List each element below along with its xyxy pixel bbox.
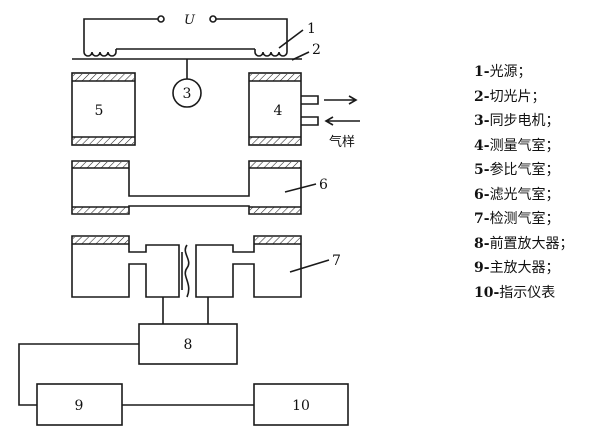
detector-cell [71, 235, 302, 324]
wire-8-to-9 [18, 343, 139, 406]
legend-item: 2-切光片； [474, 88, 546, 105]
callout-6: 6 [319, 177, 328, 193]
legend-item: 8-前置放大器； [474, 235, 574, 252]
legend-item: 1-光源； [474, 64, 532, 80]
outlet-arrow [324, 95, 358, 105]
callout-4: 4 [274, 103, 283, 119]
gas-sample-label: 气样 [329, 134, 355, 150]
motor-circle [172, 78, 202, 108]
callout-2-leader [291, 51, 310, 61]
callout-1: 1 [307, 21, 316, 37]
inlet-arrow [324, 116, 360, 126]
infrared-analyzer-diagram: U 3 1 2 5 4 6 7 气样 8 9 10 [18, 13, 360, 426]
supply-wire-left [83, 18, 158, 52]
coil-left [83, 49, 117, 57]
callout-5: 5 [95, 103, 104, 119]
diaphragm [184, 244, 190, 298]
terminal-left [157, 15, 165, 23]
legend-item: 6-滤光气室； [474, 186, 560, 203]
measuring-cell [248, 72, 319, 146]
outlet-port [301, 95, 319, 105]
supply-wire-right [216, 18, 288, 52]
box-10-label: 10 [292, 398, 310, 414]
filter-cell [71, 160, 302, 215]
terminal-right [209, 15, 217, 23]
synchronous-motor [172, 59, 202, 108]
box-9-label: 9 [75, 398, 84, 414]
legend: 1-光源； 2-切光片； 3-同步电机； 4-测量气室； 5-参比气室； 6-滤… [474, 60, 574, 305]
voltage-label: U [184, 13, 196, 28]
legend-item: 4-测量气室； [474, 137, 560, 154]
callout-2: 2 [312, 42, 321, 58]
box-8-label: 8 [184, 337, 193, 353]
callout-7: 7 [332, 253, 341, 269]
coil-right [254, 49, 288, 57]
callout-1-leader [278, 29, 304, 49]
legend-item: 7-检测气室； [474, 211, 560, 227]
legend-item: 10-指示仪表 [474, 284, 556, 301]
inlet-port [301, 116, 319, 126]
reference-cell [71, 72, 136, 146]
legend-item: 5-参比气室； [474, 162, 560, 178]
callout-7-leader [289, 259, 330, 273]
motor-label: 3 [183, 86, 192, 102]
legend-item: 9-主放大器； [474, 260, 560, 276]
legend-item: 3-同步电机； [474, 113, 560, 129]
